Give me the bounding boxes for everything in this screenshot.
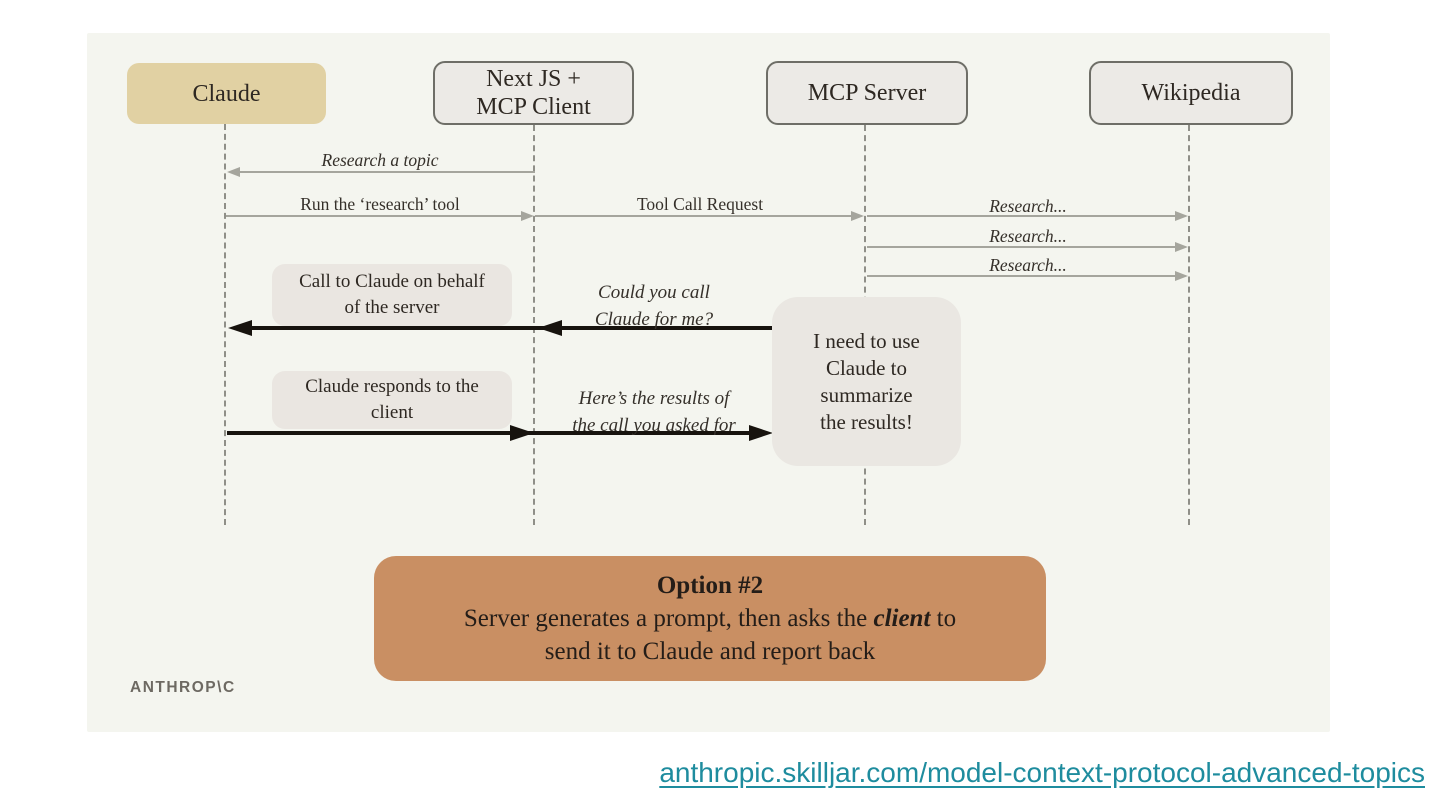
arrowhead-left-icon [538,320,562,336]
arrow-research-2 [867,246,1176,248]
arrowhead-right-icon [510,425,534,441]
label-run-research-tool: Run the ‘research’ tool [300,194,460,214]
actor-mcp-server: MCP Server [766,61,968,125]
arrowhead-right-icon [521,211,534,221]
option-body-line2: send it to Claude and report back [544,638,876,665]
arrowhead-right-icon [1175,211,1188,221]
label-research-3: Research... [989,255,1067,275]
label-could-you-call: Could you call Claude for me? [594,282,714,330]
label-research-2: Research... [989,226,1067,246]
label-heres-results: Here’s the results of the call you asked… [572,388,736,436]
label-tool-call-request: Tool Call Request [636,194,764,214]
arrowhead-left-icon [227,167,240,177]
arrow-claude-responds [227,431,751,435]
option-body-line1: Server generates a prompt, then asks the… [463,605,957,632]
note-call-to-claude: Call to Claude on behalf of the server [272,264,512,326]
label-research-a-topic: Research a topic [321,150,439,170]
actor-nextjs-mcp-client: Next JS + MCP Client [433,61,634,125]
arrow-research-3 [867,275,1176,277]
option-title: Option #2 [656,572,764,599]
arrow-run-research-tool [226,215,522,217]
actor-wikipedia: Wikipedia [1089,61,1293,125]
option-client-emphasis: client [873,605,931,632]
note-claude-responds: Claude responds to the client [272,371,512,429]
label-research-1: Research... [989,196,1067,216]
arrow-tool-call-request [535,215,852,217]
arrow-research-a-topic [239,171,535,173]
lifeline-wikipedia [1188,125,1190,525]
option-2-callout: Option #2 Server generates a prompt, the… [374,556,1046,681]
arrowhead-left-icon [228,320,252,336]
arrowhead-right-icon [1175,271,1188,281]
arrowhead-right-icon [749,425,773,441]
anthropic-logo: ANTHROP\C [130,679,236,696]
lifeline-claude [224,124,226,525]
arrowhead-right-icon [851,211,864,221]
actor-claude: Claude [127,63,326,124]
skilljar-course-link[interactable]: anthropic.skilljar.com/model-context-pro… [659,757,1425,788]
lifeline-client [533,125,535,525]
arrowhead-right-icon [1175,242,1188,252]
note-i-need-to-use-claude: I need to use Claude to summarize the re… [772,297,961,466]
arrow-research-1 [867,215,1176,217]
